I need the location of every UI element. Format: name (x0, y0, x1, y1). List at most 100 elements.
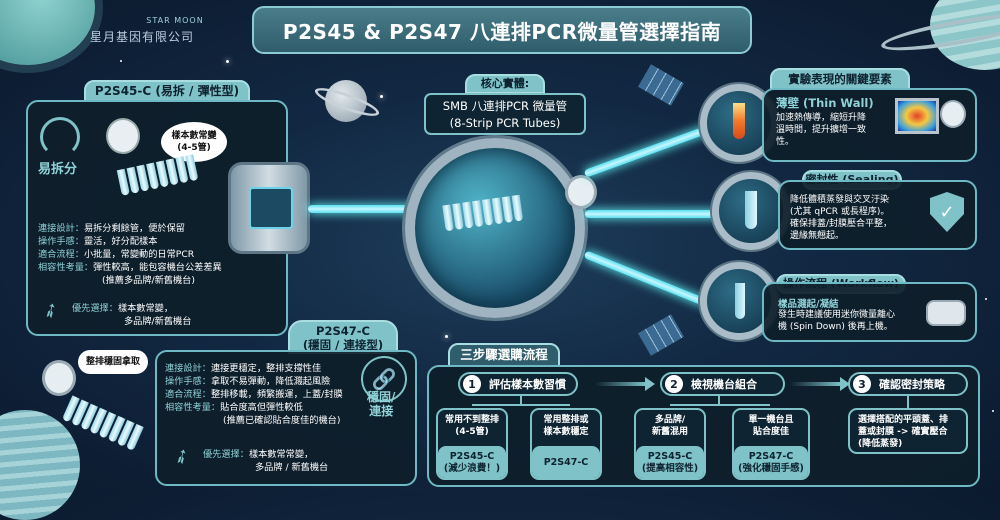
row-value: 拿取不易彈動，降低濺起風險 (210, 376, 331, 387)
stable-label-text: 穩固/ (367, 390, 396, 404)
saturn-decoration (325, 80, 367, 122)
sealing-desc: (尤其 qPCR 或長程序)。 (790, 207, 890, 217)
energy-beam (583, 124, 714, 178)
brand-english: STAR MOON (146, 16, 204, 25)
core-tab: 核心實體: (465, 74, 545, 94)
core-line1: SMB 八連排PCR 微量管 (442, 99, 568, 113)
row-value: 連接更穩定，整排支撐性佳 (210, 363, 322, 374)
row-label: 連接設計： (38, 223, 84, 234)
row-value: 小批量，常變動的日常PCR (83, 249, 195, 260)
heated-tube-icon (733, 103, 745, 139)
option-result: P2S47-C (543, 457, 589, 468)
energy-beam (308, 205, 418, 213)
priority-value: 多品牌 / 新舊機台 (255, 462, 329, 473)
connector-line (472, 404, 570, 406)
p2s47-type: (穩固 / 連接型) (302, 338, 384, 352)
sealed-tube-icon (745, 191, 757, 229)
page-title: P2S45 & P2S47 八連排PCR微量管選擇指南 (252, 6, 752, 54)
arrow-head (840, 377, 850, 391)
bubble-text: (4-5管) (177, 143, 211, 153)
priority-value: 樣本數常常變， (248, 449, 314, 460)
step-number: 3 (853, 375, 871, 393)
row-value: 貼合度高但彈性較低 (220, 402, 303, 413)
astronaut-illustration (940, 100, 966, 128)
key-factors-tab: 實驗表現的關鍵要素 (770, 68, 910, 90)
row-label: 操作手感： (38, 236, 84, 247)
connector-line (718, 396, 720, 404)
star-decoration (120, 60, 122, 62)
option-question: 樣本數穩定 (543, 427, 589, 437)
row-value: 易拆分剩餘管，便於保留 (83, 223, 185, 234)
arrow-right-icon (790, 382, 842, 386)
sealing-node (712, 172, 790, 250)
step-number: 1 (463, 375, 481, 393)
row-label: 連接設計： (165, 363, 211, 374)
thin-wall-desc: 性。 (776, 137, 795, 147)
option-result: P2S47-C (748, 451, 794, 462)
step-label: 檢視機台組合 (691, 378, 757, 391)
sealing-card: 降低體積蒸發與交叉汙染 (尤其 qPCR 或長程序)。 確保排蓋/封膜壓合平整，… (778, 180, 977, 250)
row-label: 相容性考量： (165, 402, 221, 413)
option-question: 貼合度佳 (752, 427, 789, 437)
step-2: 2 檢視機台組合 (660, 372, 785, 396)
option-result: P2S45-C (647, 451, 693, 462)
stable-connect-label: 穩固/ 連接 (367, 390, 395, 418)
star-decoration (445, 335, 448, 338)
open-tube-icon (735, 283, 745, 319)
moon-planet-decoration (0, 0, 95, 65)
row-label: 相容性考量： (38, 262, 94, 273)
p2s45-tab: P2S45-C (易拆 / 彈性型) (84, 80, 250, 102)
astronaut-illustration (565, 175, 597, 209)
row-value: 整排移載，頻繁搬運，上蓋/封膜 (210, 389, 343, 400)
priority-value: 樣本數常變， (117, 303, 174, 314)
priority-label: 優先選擇： (72, 303, 118, 314)
solar-panel-decoration (638, 64, 684, 106)
stable-label-text: 連接 (369, 404, 394, 418)
bubble-text: 樣本數常變 (171, 131, 217, 141)
astronaut-illustration (42, 360, 76, 396)
option-card: 常用整排或樣本數穩定 P2S47-C (530, 408, 602, 480)
centrifuge-icon (926, 300, 966, 326)
option-question: 常用不到整排 (444, 415, 499, 425)
row-label: 適合流程： (165, 389, 211, 400)
row-label: 適合流程： (38, 249, 84, 260)
heatmap-monitor-icon (895, 98, 939, 134)
thin-wall-desc: 溫時間，提升擴增一致 (776, 125, 867, 135)
connector-line (670, 404, 770, 406)
compat-note: (推薦已確認貼合度佳的機台) (223, 415, 341, 426)
star-decoration (380, 95, 383, 98)
step-label: 評估樣本數習慣 (489, 378, 566, 391)
solar-panel-decoration (638, 314, 684, 356)
astronaut-illustration (106, 118, 140, 154)
option-note: (減少浪費！) (443, 463, 501, 474)
p2s47-panel: 連接設計：連接更穩定，整排支撐性佳 操作手感：拿取不易彈動，降低濺起風險 適合流… (155, 350, 417, 486)
row-value: 靈活，好分配樣本 (83, 236, 158, 247)
workflow-desc: 發生時建議使用迷你微量離心 (778, 310, 896, 320)
station-module-left (228, 162, 310, 254)
option-question: (4-5管) (455, 427, 489, 437)
connector-line (520, 396, 522, 404)
row-label: 操作手感： (165, 376, 211, 387)
step3-desc-card: 選擇搭配的平頭蓋、排 蓋或封膜 -> 確實壓合 (降低蒸發) (848, 408, 968, 454)
star-decoration (992, 410, 994, 412)
thin-wall-title: 薄壁 (Thin Wall) (776, 96, 874, 110)
brand-logo: 星月基因有限公司 (90, 30, 195, 44)
p2s47-model: P2S47-C (316, 324, 370, 338)
workflow-subtitle: 樣品濺起/凝結 (778, 299, 839, 310)
shield-check-icon: ✓ (930, 192, 964, 232)
priority-label: 優先選擇： (203, 449, 249, 460)
step-1: 1 評估樣本數習慣 (458, 372, 578, 396)
option-question: 單一機台且 (748, 415, 794, 425)
p2s47-tab: P2S47-C (穩固 / 連接型) (288, 320, 398, 354)
arrow-right-icon (595, 382, 647, 386)
energy-beam (583, 250, 708, 307)
option-card: 多品牌/新舊混用 P2S45-C(提高相容性) (634, 408, 706, 480)
step-number: 2 (665, 375, 683, 393)
star-decoration (985, 298, 987, 300)
chain-link-icon: 🔗 (361, 356, 407, 402)
option-note: (提高相容性) (641, 463, 699, 474)
step3-desc: 蓋或封膜 -> 確實壓合 (858, 427, 948, 437)
central-hub-ring (405, 138, 585, 318)
workflow-card: 樣品濺起/凝結 發生時建議使用迷你微量離心 機 (Spin Down) 後再上機… (762, 282, 977, 342)
thin-wall-desc: 加速熱傳導，縮短升降 (776, 113, 867, 123)
